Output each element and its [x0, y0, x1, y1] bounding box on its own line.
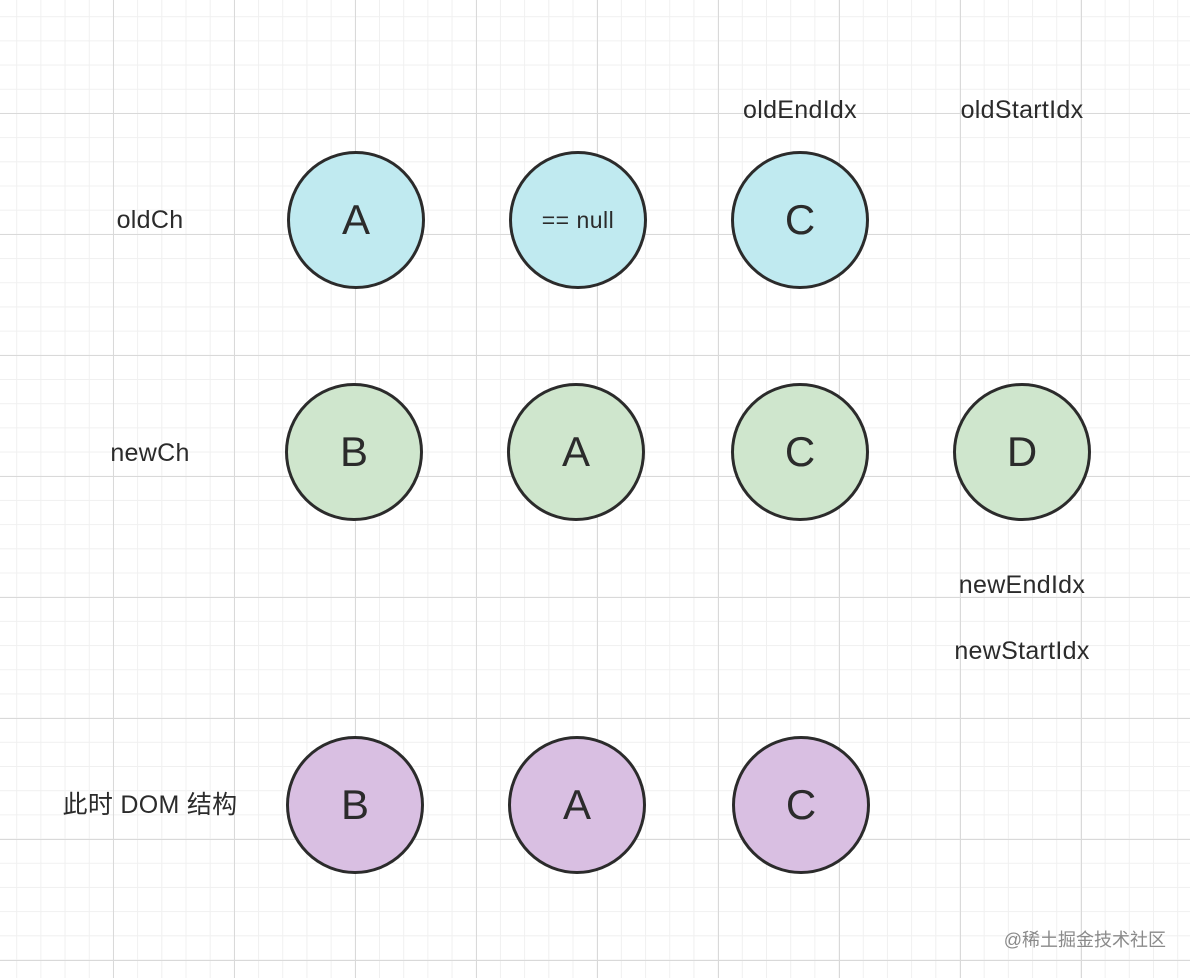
new-end-idx-label: newEndIdx [958, 571, 1086, 599]
node-text: C [785, 781, 817, 828]
node-text: == null [541, 206, 615, 233]
node-text: B [339, 428, 368, 475]
dom-structure-label: 此时 DOM 结构 [62, 791, 238, 819]
new-node-a: A [507, 383, 645, 521]
old-node-a: A [287, 151, 425, 289]
dom-node-c: C [732, 736, 870, 874]
new-node-d: D [953, 383, 1091, 521]
new-ch-label: newCh [110, 439, 190, 467]
node-text: A [561, 428, 590, 475]
node-text: B [340, 781, 369, 828]
old-node-c: C [731, 151, 869, 289]
old-start-idx-label: oldStartIdx [960, 96, 1084, 124]
node-text: C [784, 428, 816, 475]
watermark: @稀土掘金技术社区 [1003, 930, 1166, 950]
node-text: A [562, 781, 591, 828]
node-text: A [341, 196, 370, 243]
node-text: C [784, 196, 816, 243]
new-node-c: C [731, 383, 869, 521]
dom-node-b: B [286, 736, 424, 874]
node-text: D [1006, 428, 1038, 475]
old-ch-label: oldCh [116, 206, 184, 234]
new-node-b: B [285, 383, 423, 521]
old-node-null: == null [509, 151, 647, 289]
new-start-idx-label: newStartIdx [954, 637, 1090, 665]
dom-node-a: A [508, 736, 646, 874]
old-end-idx-label: oldEndIdx [743, 96, 857, 124]
